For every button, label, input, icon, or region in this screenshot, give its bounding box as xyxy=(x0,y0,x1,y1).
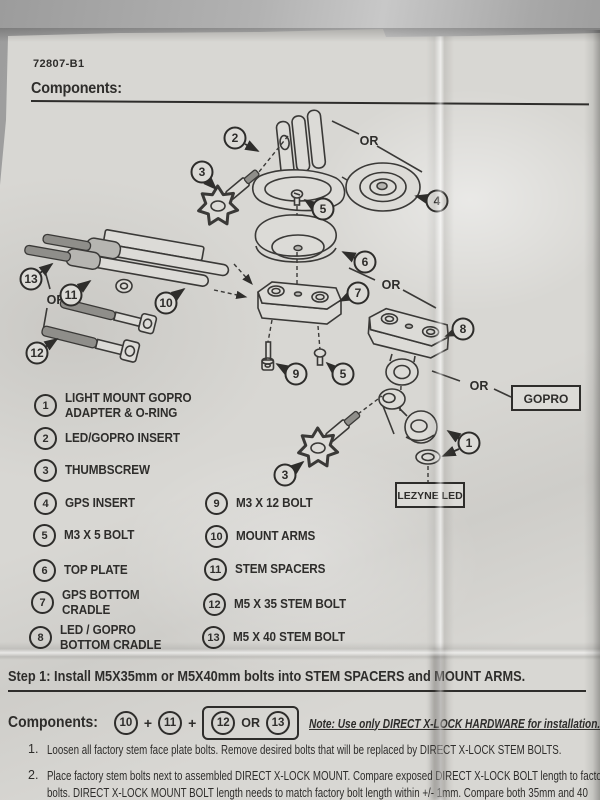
part-7-badge: 7 xyxy=(31,591,54,614)
svg-text:3: 3 xyxy=(282,468,289,482)
svg-text:7: 7 xyxy=(355,286,362,300)
part-8-badge: 8 xyxy=(29,626,52,649)
part-6-top-plate-drawing xyxy=(254,214,337,284)
instruction-1-number: 1. xyxy=(28,742,39,756)
instruction-1: 1. Loosen all factory stem face plate bo… xyxy=(28,742,562,757)
svg-text:1: 1 xyxy=(466,436,473,450)
part-5-bolt-lower-drawing xyxy=(313,348,327,366)
vertical-fold-shadow xyxy=(432,650,444,800)
part-10-badge: 10 xyxy=(205,525,228,548)
callout-7: 7 xyxy=(338,281,370,305)
callout-8: 8 xyxy=(444,317,475,341)
parts-list-item-6: 6 TOP PLATE xyxy=(33,559,135,582)
part-9-badge: 9 xyxy=(205,492,228,515)
svg-text:8: 8 xyxy=(460,322,467,336)
component-13-badge: 13 xyxy=(266,711,291,735)
parts-list-item-2: 2 LED/GOPRO INSERT xyxy=(34,427,193,450)
parts-list-item-10: 10 MOUNT ARMS xyxy=(205,525,324,548)
plus-sign: + xyxy=(143,715,153,731)
part-11-badge: 11 xyxy=(204,558,227,581)
callout-10: 10 xyxy=(154,287,186,315)
svg-text:12: 12 xyxy=(30,346,44,360)
part-1-light-mount-adapter-drawing xyxy=(378,388,441,482)
components-heading: Components: xyxy=(31,80,122,97)
svg-text:4: 4 xyxy=(434,194,441,208)
callout-4: 4 xyxy=(414,189,449,213)
or-label-right: OR xyxy=(470,379,489,393)
callout-2: 2 xyxy=(223,126,260,152)
parts-list-item-3: 3 THUMBSCREW xyxy=(34,459,159,482)
part-5-bolt-upper-drawing xyxy=(290,189,304,206)
lezyne-led-label-box: LEZYNE LED xyxy=(395,482,465,508)
part-4-gps-insert-drawing xyxy=(341,162,425,212)
part-12-badge: 12 xyxy=(203,593,226,616)
part-10-11-mount-arms-drawing xyxy=(24,229,230,294)
svg-text:6: 6 xyxy=(362,255,369,269)
gopro-label-box: GOPRO xyxy=(511,385,581,411)
parts-list-item-5: 5 M3 X 5 BOLT xyxy=(33,524,142,547)
component-12-or-13-box: 12 OR 13 xyxy=(202,706,300,740)
lezyne-led-label: LEZYNE LED xyxy=(397,490,463,502)
svg-text:5: 5 xyxy=(340,367,347,381)
step1-label: Step 1: xyxy=(8,668,51,685)
or-label-middle: OR xyxy=(382,278,401,292)
svg-text:13: 13 xyxy=(24,272,38,286)
parts-list-item-4: 4 GPS INSERT xyxy=(34,492,143,515)
step1-title-text: Install M5X35mm or M5X40mm bolts into ST… xyxy=(50,668,526,685)
instruction-2-number: 2. xyxy=(28,768,39,782)
or-text: OR xyxy=(241,716,261,730)
svg-text:2: 2 xyxy=(232,131,239,145)
callout-13: 13 xyxy=(19,262,54,291)
part-2-badge: 2 xyxy=(34,427,57,450)
component-10-badge: 10 xyxy=(113,711,138,735)
part-3-thumbscrew-lower-drawing xyxy=(297,395,383,468)
svg-text:3: 3 xyxy=(199,165,206,179)
part-3-badge: 3 xyxy=(34,459,57,482)
callout-3-lower: 3 xyxy=(273,460,305,487)
svg-text:11: 11 xyxy=(65,288,78,302)
svg-text:10: 10 xyxy=(159,296,173,310)
svg-text:9: 9 xyxy=(293,367,300,381)
part-13-badge: 13 xyxy=(202,626,225,649)
callout-5-upper: 5 xyxy=(303,197,335,221)
component-12-badge: 12 xyxy=(211,711,236,735)
part-7-gps-bottom-cradle-drawing xyxy=(213,263,342,351)
part-3-thumbscrew-upper-drawing xyxy=(197,169,260,226)
or-label-top: OR xyxy=(360,134,379,148)
instruction-2: 2. Place factory stem bolts next to asse… xyxy=(28,768,600,800)
part-9-bolt-drawing xyxy=(261,341,275,371)
callout-5-lower: 5 xyxy=(325,361,355,386)
callout-3-upper: 3 xyxy=(190,160,218,191)
parts-list-item-12: 12 M5 X 35 STEM BOLT xyxy=(203,593,358,616)
part-6-badge: 6 xyxy=(33,559,56,582)
hardware-note: Note: Use only DIRECT X-LOCK HARDWARE fo… xyxy=(309,715,600,731)
part-number: 72807-B1 xyxy=(33,58,85,70)
step1-title: Step 1: Install M5X35mm or M5X40mm bolts… xyxy=(8,668,586,692)
parts-list-item-11: 11 STEM SPACERS xyxy=(204,558,335,581)
callout-12: 12 xyxy=(25,338,59,365)
gopro-label: GOPRO xyxy=(524,392,569,406)
callout-1: 1 xyxy=(441,430,481,457)
component-11-badge: 11 xyxy=(158,711,183,735)
part-5-badge: 5 xyxy=(33,524,56,547)
callout-11: 11 xyxy=(59,279,92,307)
callout-9: 9 xyxy=(275,362,308,386)
plus-sign: + xyxy=(188,715,197,731)
parts-list-item-9: 9 M3 X 12 BOLT xyxy=(205,492,321,515)
part-1-badge: 1 xyxy=(34,394,57,417)
components-label: Components: xyxy=(8,714,98,731)
part-4-badge: 4 xyxy=(34,492,57,515)
step1-components-row: Components: 10 + 11 + 12 OR 13 Note: Use… xyxy=(8,706,600,740)
parts-list-item-13: 13 M5 X 40 STEM BOLT xyxy=(202,626,357,649)
callout-6: 6 xyxy=(341,250,377,274)
svg-text:5: 5 xyxy=(320,202,327,216)
